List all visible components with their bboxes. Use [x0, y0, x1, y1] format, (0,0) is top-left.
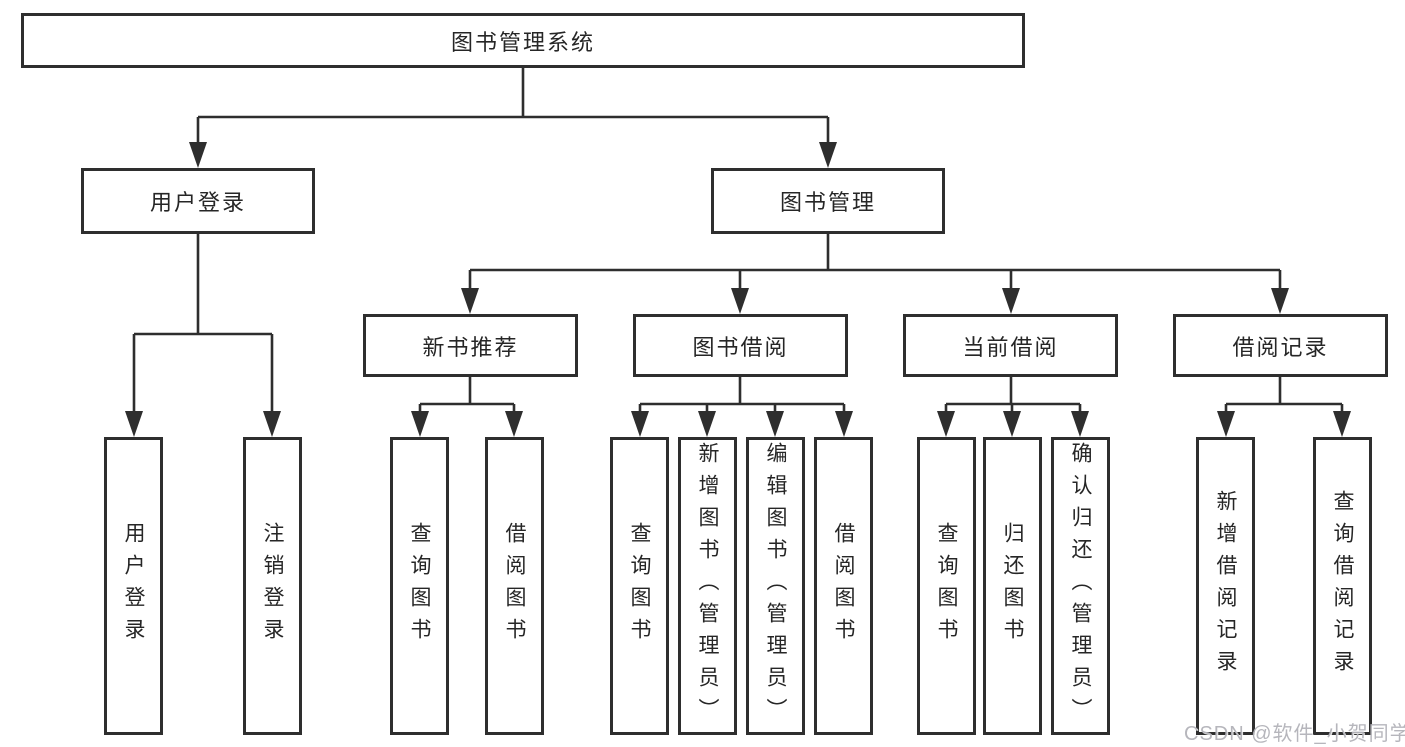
arrowhead	[411, 411, 429, 437]
arrowhead	[698, 411, 716, 437]
csdn-watermark: CSDN @软件_小贺同学	[1184, 723, 1405, 745]
arrowhead	[1217, 411, 1235, 437]
leaf-add-books-admin: 新增图书（管理员）	[678, 437, 737, 735]
arrowhead	[1333, 411, 1351, 437]
node-new-book-recommend: 新书推荐	[363, 314, 578, 377]
arrowhead	[1003, 411, 1021, 437]
arrowhead	[835, 411, 853, 437]
node-book-management: 图书管理	[711, 168, 945, 234]
leaf-query-books-borrow: 查询图书	[610, 437, 669, 735]
arrowhead	[125, 411, 143, 437]
node-user-login: 用户登录	[81, 168, 315, 234]
arrowhead	[189, 142, 207, 168]
arrowhead	[731, 288, 749, 314]
leaf-query-borrow-record: 查询借阅记录	[1313, 437, 1372, 735]
arrowhead	[505, 411, 523, 437]
node-borrow-records: 借阅记录	[1173, 314, 1388, 377]
leaf-add-borrow-record: 新增借阅记录	[1196, 437, 1255, 735]
leaf-borrow-books: 借阅图书	[814, 437, 873, 735]
leaf-user-login: 用户登录	[104, 437, 163, 735]
leaf-confirm-return-admin: 确认归还（管理员）	[1051, 437, 1110, 735]
arrowhead	[1071, 411, 1089, 437]
node-book-management-system: 图书管理系统	[21, 13, 1025, 68]
leaf-query-books-recommend: 查询图书	[390, 437, 449, 735]
arrowhead	[263, 411, 281, 437]
node-current-borrow: 当前借阅	[903, 314, 1118, 377]
leaf-edit-books-admin: 编辑图书（管理员）	[746, 437, 805, 735]
arrowhead	[631, 411, 649, 437]
node-book-borrow: 图书借阅	[633, 314, 848, 377]
leaf-logout: 注销登录	[243, 437, 302, 735]
arrowhead	[1002, 288, 1020, 314]
arrowhead	[937, 411, 955, 437]
arrowhead	[461, 288, 479, 314]
leaf-borrow-books-recommend: 借阅图书	[485, 437, 544, 735]
arrowhead	[819, 142, 837, 168]
leaf-return-books: 归还图书	[983, 437, 1042, 735]
leaf-query-books-current: 查询图书	[917, 437, 976, 735]
arrowhead	[1271, 288, 1289, 314]
arrowhead	[766, 411, 784, 437]
